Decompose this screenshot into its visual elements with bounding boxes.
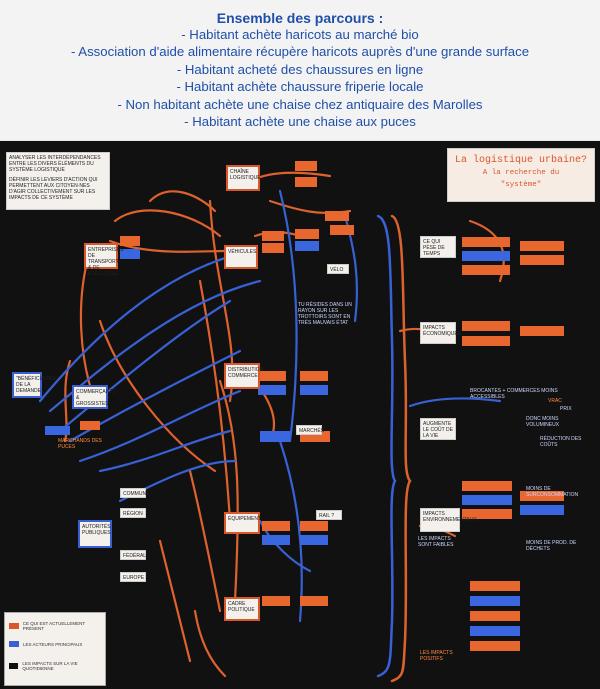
header-line: - Non habitant achète une chaise chez an… [117, 96, 483, 112]
orange-arrow [98, 319, 217, 473]
card-beneficiaires: "BÉNÉFICIAIRES" DE LA DEMANDE [12, 372, 58, 398]
note-brocantes: BROCANTES + COMMERCES MOINS ACCESSIBLES [470, 388, 558, 400]
instruction-text: DÉFINIR LES LEVIERS D'ACTION QUI PERMETT… [9, 177, 98, 201]
orange-arrow [113, 209, 222, 238]
card-impacts-environnementaux: IMPACTS ENVIRONNEMENTAUX [420, 508, 477, 532]
orange-arrow [188, 469, 222, 613]
note-marchands: MARCHANDS DES PUCES [58, 438, 102, 450]
orange-arrow [148, 190, 217, 213]
card-chaine-logistique: CHAÎNE LOGISTIQUE [226, 165, 261, 191]
legend-item: CE QUI EST ACTUELLEMENT PRÉSENT [9, 621, 105, 631]
arrows-overlay [38, 161, 564, 683]
card-ce-qui-pese: CE QUI PÈSE DE TEMPS [420, 236, 456, 258]
note-surconsommation: MOINS DE SURCONSOMMATION [526, 486, 579, 498]
card-velo: VÉLO [327, 264, 349, 274]
note-moins-volumineux: DONC MOINS VOLUMINEUX [526, 416, 560, 428]
instruction-text: ANALYSER LES INTERDÉPENDANCES ENTRE LES … [9, 155, 101, 173]
card-commercants: COMMERÇANTS & GROSSISTES [72, 385, 116, 409]
legend-swatch [9, 623, 19, 629]
card-equipement: ÉQUIPEMENT [224, 512, 261, 534]
blue-arrow [98, 429, 232, 473]
legend-label: CE QUI EST ACTUELLEMENT PRÉSENT [22, 621, 86, 631]
header-line: - Habitant acheté des chaussures en lign… [176, 61, 424, 77]
note-dechets: MOINS DE PROD. DE DÉCHETS [526, 540, 577, 552]
card-autorites: AUTORITÉS PUBLIQUES [78, 520, 112, 548]
card-rail: RAIL ? [316, 510, 342, 520]
blue-arrow [58, 299, 232, 433]
note-impacts-positifs: LES IMPACTS POSITIFS [420, 650, 453, 662]
note-reduction: RÉDUCTION DES COÛTS [540, 436, 582, 448]
header-line: - Habitant achète chaussure friperie loc… [176, 79, 424, 95]
header-line: - Habitant achète une chaise aux puces [184, 114, 416, 130]
note-impacts-faibles: LES IMPACTS SONT FAIBLES [418, 536, 454, 548]
card-distribution: DISTRIBUTION COMMERCE [224, 363, 263, 389]
card-vehicules: VÉHICULES [224, 245, 258, 269]
orange-arrow [158, 539, 192, 663]
board-title: La logistique urbaine? [454, 155, 588, 166]
blue-arrow [278, 189, 298, 443]
header: Ensemble des parcours : - Habitant achèt… [0, 0, 600, 140]
card-commune: COMMUNE [120, 488, 149, 498]
blue-arrow [78, 389, 242, 463]
orange-arrow [248, 171, 332, 183]
note-vrac: VRAC [548, 398, 562, 404]
blue-arrow [408, 397, 502, 408]
legend-swatch [9, 663, 19, 669]
orange-arrow [218, 379, 239, 603]
card-entreprises: ENTREPRISES DE TRANSPORT & DE LOGISTIQUE [84, 243, 123, 277]
header-title: Ensemble des parcours : [216, 10, 384, 26]
card-impacts-economiques: IMPACTS ÉCONOMIQUES [420, 322, 461, 344]
legend-label: LES ACTEURS PRINCIPAUX [23, 641, 83, 647]
note-trottoirs: TU RÉSIDES DANS UN RAYON SUR LES TROTTOI… [298, 302, 352, 326]
board-subtitle: A la recherche du [482, 169, 560, 177]
header-line: - Habitant achète haricots au marché bio [181, 27, 419, 42]
orange-brace [390, 214, 412, 683]
header-line: - Association d'aide alimentaire récupèr… [70, 44, 530, 60]
card-cout-vie: AUGMENTE LE COÛT DE LA VIE [420, 418, 456, 440]
board-subtitle: "système" [500, 181, 542, 189]
sticky-notes [45, 161, 564, 651]
card-marches: MARCHÉS [296, 425, 324, 435]
legend-item: LES IMPACTS SUR LA VIE QUOTIDIENNE [9, 661, 105, 671]
instructions-card: ANALYSER LES INTERDÉPENDANCES ENTRE LES … [6, 152, 110, 210]
note-prix: PRIX [560, 406, 572, 412]
legend: CE QUI EST ACTUELLEMENT PRÉSENT LES ACTE… [4, 612, 106, 686]
card-region: RÉGION [120, 508, 146, 518]
card-cadre-politique: CADRE POLITIQUE [224, 597, 260, 621]
board-title-box: La logistique urbaine? A la recherche du… [447, 148, 595, 202]
legend-item: LES ACTEURS PRINCIPAUX [9, 641, 82, 647]
orange-arrow [193, 609, 227, 678]
card-europe: EUROPE [120, 572, 146, 582]
blue-brace [376, 214, 397, 678]
blue-arrow [38, 249, 252, 403]
legend-label: LES IMPACTS SUR LA VIE QUOTIDIENNE [22, 661, 78, 671]
legend-swatch [9, 641, 19, 647]
card-federal: FÉDÉRAL [120, 550, 146, 560]
